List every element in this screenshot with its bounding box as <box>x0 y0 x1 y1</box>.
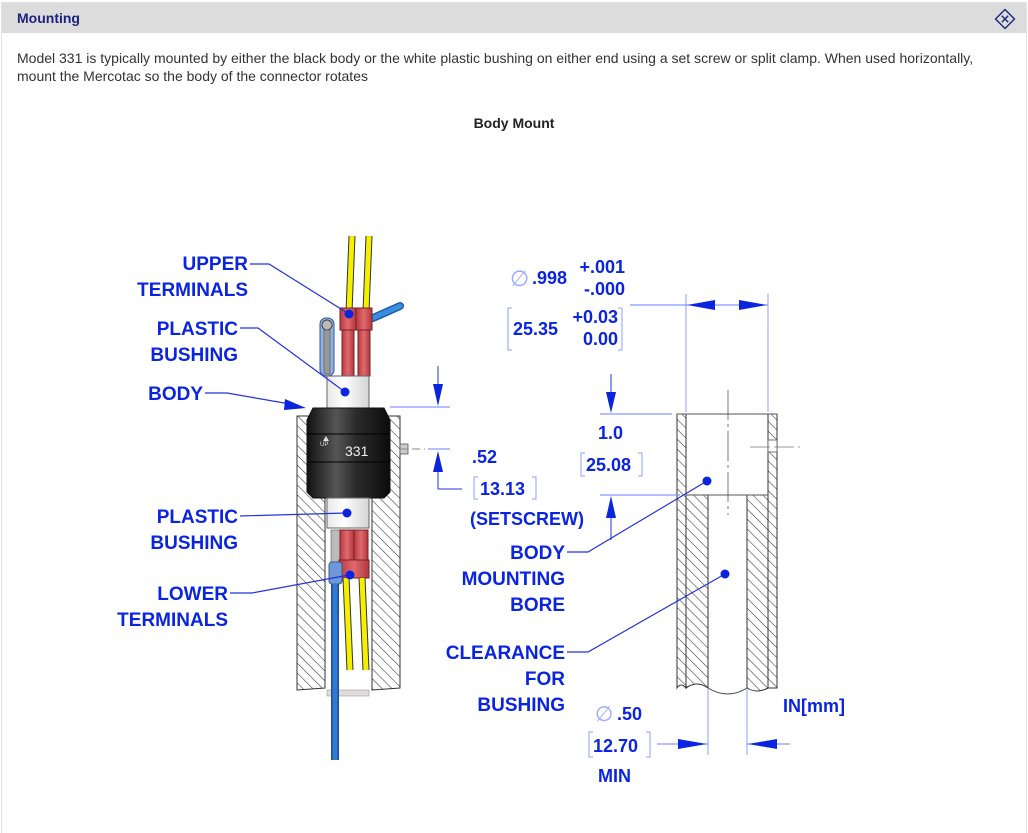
setscrew-inch: .52 <box>472 447 497 467</box>
description-text: Model 331 is typically mounted by either… <box>17 50 974 84</box>
figure-caption: Body Mount <box>473 115 555 131</box>
setscrew-dimension: .52 13.13 (SETSCREW) <box>390 366 584 529</box>
up-marking: UP <box>320 442 328 448</box>
bore-diameter-dimension: ∅ .998 +.001 -.000 25.35 +0.03 0.00 <box>507 257 769 412</box>
upper-wires <box>345 235 404 322</box>
setscrew-note: (SETSCREW) <box>470 509 584 529</box>
svg-text:UPPER: UPPER <box>183 254 249 275</box>
collapse-icon[interactable] <box>994 8 1016 30</box>
bore-tol-minus-mm: 0.00 <box>583 329 618 349</box>
diameter-symbol: ∅ <box>510 266 529 291</box>
panel-title: Mounting <box>17 10 80 26</box>
svg-text:BODY: BODY <box>510 543 565 564</box>
clearance-min-note: MIN <box>598 766 631 786</box>
svg-text:BORE: BORE <box>510 595 565 616</box>
bore-diameter-inch: .998 <box>532 268 567 288</box>
setscrew-mm: 13.13 <box>480 479 525 499</box>
panel-header[interactable]: Mounting <box>2 3 1026 33</box>
label-clearance-for-bushing: CLEARANCE FOR BUSHING <box>446 569 730 716</box>
clearance-diameter-mm: 12.70 <box>593 736 638 756</box>
svg-text:CLEARANCE: CLEARANCE <box>446 643 565 664</box>
bore-diameter-mm: 25.35 <box>513 319 558 339</box>
clearance-diameter-dimension: ∅ .50 12.70 MIN <box>588 688 790 786</box>
label-plastic-bushing-bottom: PLASTIC BUSHING <box>150 507 352 554</box>
label-body: BODY <box>148 384 306 410</box>
svg-text:TERMINALS: TERMINALS <box>137 280 248 301</box>
label-plastic-bushing-top: PLASTIC BUSHING <box>150 319 350 397</box>
units-label: IN[mm] <box>783 696 845 716</box>
bore-depth-mm: 25.08 <box>586 455 631 475</box>
label-lower-terminals: LOWER TERMINALS <box>117 570 355 631</box>
bore-tol-minus-inch: -.000 <box>584 279 625 299</box>
model-marking: 331 <box>345 443 369 459</box>
bore-section <box>676 390 800 695</box>
svg-text:BUSHING: BUSHING <box>477 695 565 716</box>
upper-terminals <box>319 307 373 377</box>
clearance-diameter-inch: .50 <box>617 704 642 724</box>
bore-depth-inch: 1.0 <box>598 423 623 443</box>
svg-text:BODY: BODY <box>148 384 203 405</box>
svg-text:PLASTIC: PLASTIC <box>157 319 239 340</box>
connector-body: UP 331 <box>306 407 391 499</box>
label-upper-terminals: UPPER TERMINALS <box>137 254 354 319</box>
svg-text:MOUNTING: MOUNTING <box>462 569 565 590</box>
svg-text:TERMINALS: TERMINALS <box>117 610 228 631</box>
bore-tol-plus-mm: +0.03 <box>572 307 618 327</box>
svg-text:PLASTIC: PLASTIC <box>157 507 239 528</box>
clearance-diameter-symbol: ∅ <box>595 703 613 726</box>
svg-text:BUSHING: BUSHING <box>150 533 238 554</box>
label-body-mounting-bore: BODY MOUNTING BORE <box>462 476 712 616</box>
bore-depth-dimension: 1.0 25.08 <box>580 374 680 540</box>
bore-tol-plus-inch: +.001 <box>579 257 625 277</box>
svg-text:BUSHING: BUSHING <box>150 345 238 366</box>
lower-wires <box>331 577 370 760</box>
svg-text:FOR: FOR <box>525 669 565 690</box>
svg-text:LOWER: LOWER <box>157 584 228 605</box>
